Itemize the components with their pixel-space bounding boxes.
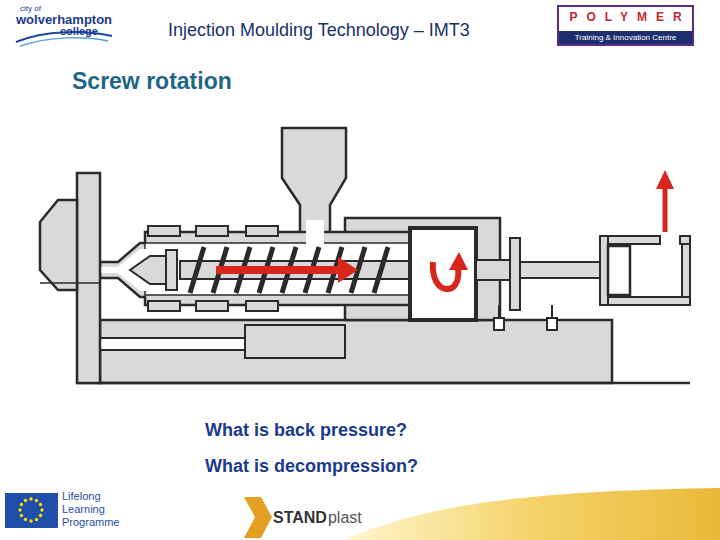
eu-star	[18, 508, 21, 511]
screw-flight	[190, 247, 204, 293]
question-text: What is decompression?	[205, 456, 418, 477]
post	[494, 318, 504, 330]
arrow-shaft	[216, 266, 340, 274]
heater-band	[196, 301, 228, 311]
cylinder-wall	[680, 236, 690, 244]
logo-text: city of	[20, 4, 41, 13]
rotation-arrow	[433, 252, 468, 289]
eu-star	[35, 499, 38, 502]
drive-motor	[410, 228, 476, 320]
carriage-block	[245, 325, 345, 358]
eu-star	[24, 518, 27, 521]
brand-text: STAND	[273, 509, 327, 527]
machine-base	[77, 320, 690, 383]
cylinder-wall	[682, 244, 690, 297]
post	[547, 318, 557, 330]
screw-flight	[374, 247, 388, 293]
base-frame	[100, 320, 612, 383]
eu-star	[24, 499, 27, 502]
eu-star	[20, 503, 23, 506]
mould-half	[40, 200, 77, 290]
hopper	[282, 128, 346, 234]
standplast-chevron	[244, 497, 272, 538]
barrel-bore	[145, 243, 410, 295]
programme-logo-text: Lifelong Learning Programme	[62, 490, 132, 529]
arrow-shaft	[663, 186, 668, 232]
support-posts	[494, 305, 557, 330]
heater-band	[148, 226, 180, 236]
parting-line	[40, 282, 100, 284]
arrow-head	[656, 170, 674, 189]
tie-bar	[100, 338, 248, 350]
barrel	[100, 232, 410, 305]
screw	[130, 247, 410, 293]
eu-star	[39, 514, 42, 517]
header-text: Injection Moulding Technology – IMT3	[168, 20, 470, 41]
eu-star	[29, 497, 32, 500]
nozzle-channel	[100, 267, 118, 273]
logo-text: wolverhampton	[16, 12, 112, 27]
piston	[608, 246, 630, 295]
eu-flag	[5, 493, 58, 528]
question-text: What is back pressure?	[205, 420, 407, 441]
piston-rod	[520, 262, 608, 278]
logo-title: POLYMER	[559, 10, 692, 24]
heater-band	[246, 226, 278, 236]
brand-text: plast	[328, 509, 362, 527]
flag-field	[5, 493, 58, 528]
screw-tip	[130, 256, 166, 284]
eu-star	[40, 508, 43, 511]
logo-box: POLYMER Training & Innovation Centre	[557, 5, 694, 46]
screw-shaft	[180, 261, 410, 279]
heater-band	[196, 226, 228, 236]
arrow-head	[449, 252, 468, 270]
floor-line	[77, 382, 690, 385]
drive-shaft	[476, 260, 511, 280]
hydraulic-cylinder	[600, 236, 690, 305]
stationary-platen	[77, 173, 100, 383]
heater-band	[148, 301, 180, 311]
logo-subtitle: Training & Innovation Centre	[559, 31, 692, 44]
heater-band	[246, 301, 278, 311]
arrow-head	[338, 257, 358, 283]
check-ring	[166, 250, 177, 290]
slide-title: Screw rotation	[72, 68, 232, 95]
eu-star	[39, 503, 42, 506]
eu-star	[20, 514, 23, 517]
cylinder-wall	[600, 297, 690, 305]
footer-band	[345, 488, 720, 540]
logo-text: college	[60, 25, 98, 37]
swoosh-line	[20, 38, 108, 46]
eu-star	[35, 518, 38, 521]
eu-star	[29, 519, 32, 522]
oil-return-arrow	[656, 170, 674, 232]
feed-throat	[306, 220, 324, 246]
coupling-plate	[510, 238, 520, 310]
melt-flow-arrow	[216, 257, 358, 283]
